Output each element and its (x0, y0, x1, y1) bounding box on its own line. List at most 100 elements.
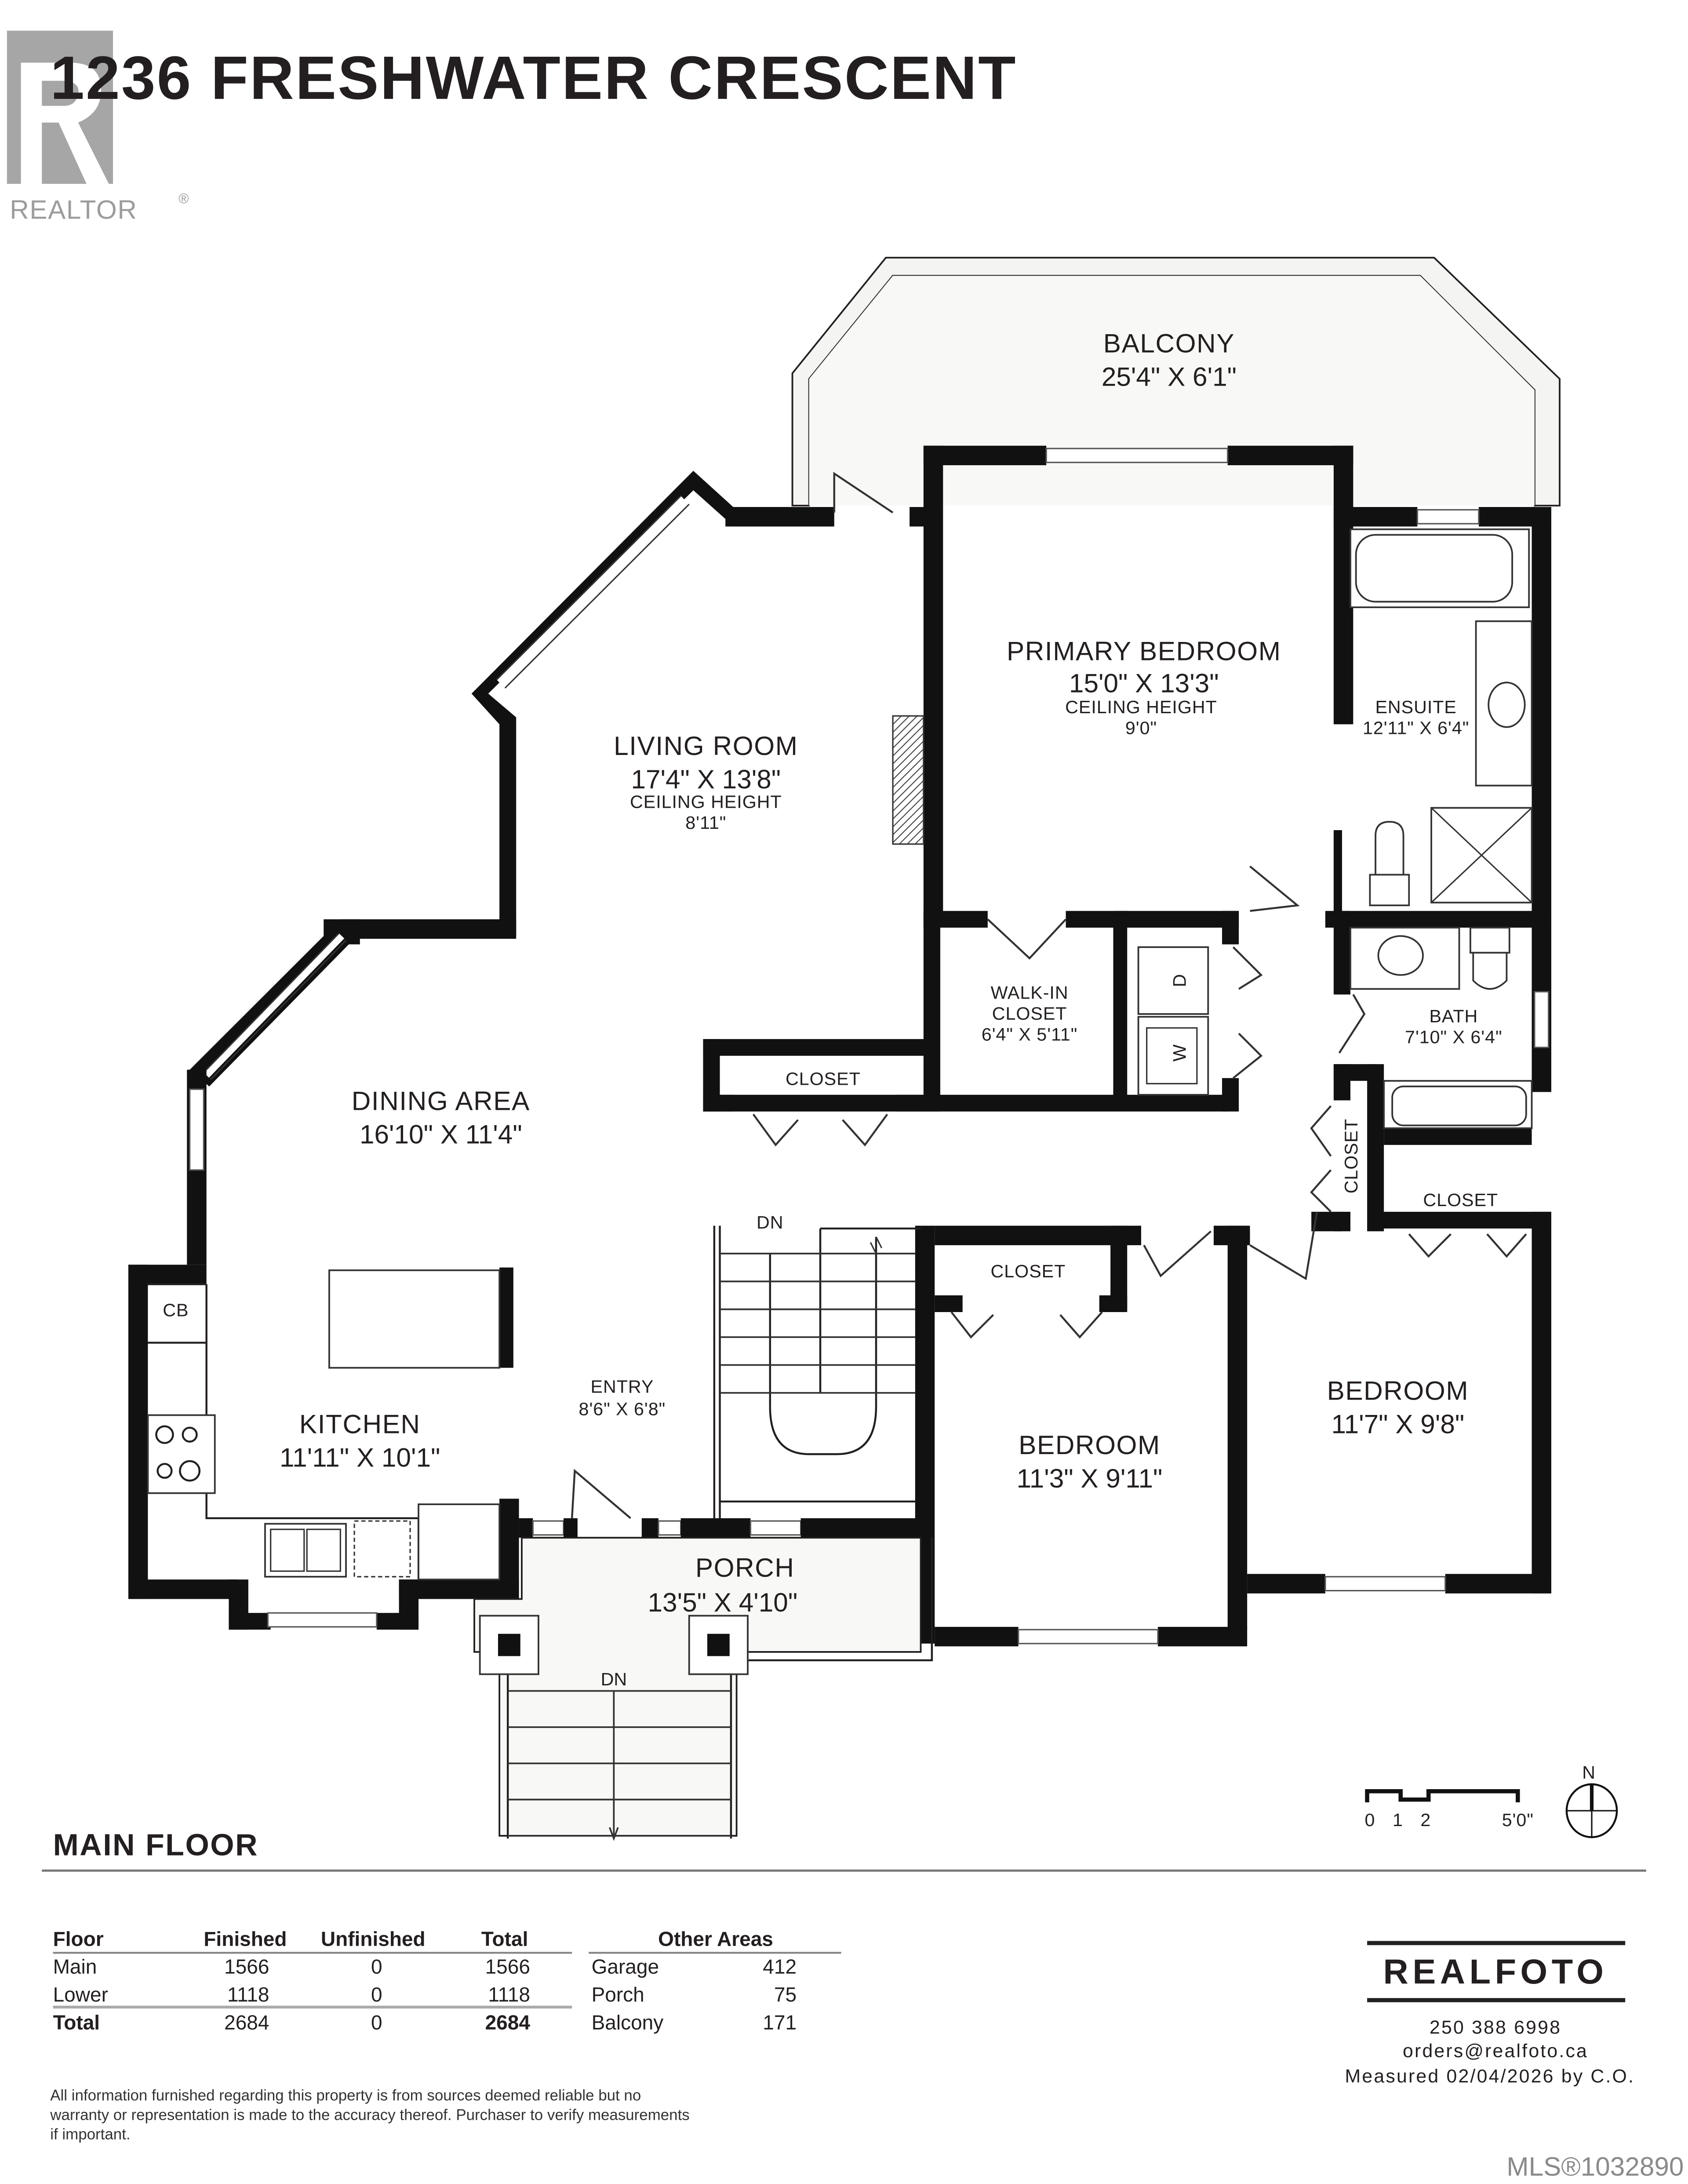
row-total-floor: Total (53, 2011, 100, 2034)
row-lower-finished: 1118 (227, 1983, 269, 2006)
living-room-label: LIVING ROOM (614, 731, 798, 761)
realtor-logo-text: REALTOR (10, 194, 137, 224)
dining-area-dims: 16'10" X 11'4" (360, 1119, 522, 1149)
walk-in-closet-dims: 6'4" X 5'11" (982, 1024, 1077, 1044)
entry-dims: 8'6" X 6'8" (579, 1399, 666, 1419)
primary-bedroom-ceiling-label: CEILING HEIGHT (1065, 697, 1217, 717)
col-header-finished: Finished (204, 1927, 287, 1950)
walk-in-closet-label-2: CLOSET (992, 1003, 1067, 1024)
kitchen-label: KITCHEN (299, 1409, 421, 1439)
other-areas-header: Other Areas (658, 1927, 773, 1950)
primary-bedroom-dims: 15'0" X 13'3" (1069, 668, 1219, 698)
ensuite-label: ENSUITE (1375, 697, 1456, 717)
fixtures: D W (147, 528, 1533, 1581)
other-area-balcony-value: 171 (763, 2011, 797, 2034)
bath-closet-door[interactable] (1408, 1233, 1527, 1258)
porch-stairs-dn-label: DN (601, 1669, 627, 1689)
bath-label: BATH (1429, 1006, 1478, 1026)
dryer-icon (1137, 946, 1209, 1015)
bedroom-2-closet-door[interactable] (950, 1311, 1103, 1339)
living-room-ceiling: 8'11" (685, 813, 726, 833)
bathtub-icon (1355, 534, 1513, 603)
bedroom-2-door[interactable] (1143, 1230, 1212, 1278)
kitchen-island (328, 1269, 501, 1369)
realfoto-block: REALFOTO 250 388 6998 orders@realfoto.ca… (1345, 1941, 1635, 2087)
linen-closet-door[interactable] (1310, 1105, 1332, 1213)
other-area-garage-value: 412 (763, 1955, 797, 1978)
row-lower-unfinished: 0 (371, 1983, 382, 2006)
primary-bedroom-label: PRIMARY BEDROOM (1007, 636, 1281, 666)
measured-note: Measured 02/04/2026 by C.O. (1345, 2066, 1635, 2087)
row-total-finished: 2684 (224, 2011, 269, 2034)
col-header-floor: Floor (53, 1927, 104, 1950)
disclaimer: All information furnished regarding this… (50, 2087, 689, 2143)
bath-toilet-icon (1472, 952, 1508, 990)
compass-north-label: N (1582, 1762, 1596, 1783)
bath-tub-icon (1391, 1085, 1527, 1127)
other-area-porch-value: 75 (774, 1983, 797, 2006)
row-main-floor: Main (53, 1955, 97, 1978)
primary-bedroom-door[interactable] (1249, 865, 1300, 912)
other-area-garage: Garage (592, 1955, 659, 1978)
bedroom-3-door[interactable] (1249, 1211, 1318, 1280)
living-room-dims: 17'4" X 13'8" (631, 764, 781, 794)
row-main-total: 1566 (485, 1955, 530, 1978)
realfoto-email[interactable]: orders@realfoto.ca (1403, 2041, 1588, 2062)
sink-icon (1488, 682, 1526, 728)
row-total-unfinished: 0 (371, 2011, 382, 2034)
porch-area: PORCH 13'5" X 4'10" DN (473, 1537, 933, 1841)
fireplace-icon (892, 715, 924, 845)
disclaimer-line-2: warranty or representation is made to th… (50, 2106, 689, 2123)
area-table: Floor Finished Unfinished Total Main 156… (53, 1927, 572, 2034)
realfoto-logo: REALFOTO (1383, 1952, 1608, 1991)
col-header-unfinished: Unfinished (321, 1927, 426, 1950)
bath-sink-icon (1377, 935, 1424, 976)
entry-label: ENTRY (591, 1377, 654, 1397)
bath-dims: 7'10" X 6'4" (1405, 1027, 1502, 1047)
primary-bedroom-ceiling: 9'0" (1125, 718, 1157, 738)
living-room-ceiling-label: CEILING HEIGHT (630, 791, 782, 812)
balcony-door[interactable] (833, 471, 894, 514)
interior-stairs (713, 1225, 921, 1518)
walk-in-closet-door[interactable] (987, 919, 1067, 960)
bedroom-3-label: BEDROOM (1327, 1376, 1469, 1406)
cb-label: CB (163, 1300, 189, 1320)
realtor-logo: REALTOR ® (7, 30, 189, 224)
floor-label: MAIN FLOOR (53, 1827, 258, 1862)
scale-bar: 0 1 2 5'0" (1364, 1789, 1533, 1830)
compass-icon: N (1565, 1762, 1618, 1838)
porch-stairs (508, 1690, 731, 1841)
bedroom-3-dims: 11'7" X 9'8" (1331, 1409, 1465, 1439)
walk-in-closet-label-1: WALK-IN (991, 982, 1069, 1003)
laundry-door[interactable] (1232, 946, 1263, 1079)
balcony-area: BALCONY 25'4" X 6'1" (791, 257, 1561, 507)
realfoto-phone[interactable]: 250 388 6998 (1430, 2017, 1561, 2038)
balcony-label: BALCONY (1103, 328, 1235, 358)
page-title: 1236 FRESHWATER CRESCENT (50, 44, 1017, 112)
bath-door[interactable] (1338, 994, 1366, 1054)
bath-closet-label: CLOSET (1423, 1190, 1498, 1210)
balcony-dims: 25'4" X 6'1" (1102, 362, 1237, 392)
porch-dims: 13'5" X 4'10" (648, 1587, 798, 1617)
row-lower-total: 1118 (488, 1983, 530, 2006)
washer-label: W (1169, 1044, 1190, 1061)
row-lower-floor: Lower (53, 1983, 108, 2006)
row-main-unfinished: 0 (371, 1955, 382, 1978)
row-main-finished: 1566 (224, 1955, 269, 1978)
dishwasher-icon (353, 1520, 411, 1578)
hall-closet-door[interactable] (752, 1113, 888, 1147)
room-labels: PRIMARY BEDROOM 15'0" X 13'3" CEILING HE… (163, 636, 1502, 1494)
doors[interactable] (571, 471, 1527, 1519)
scale-tick-2: 2 (1420, 1810, 1431, 1830)
other-areas-table: Other Areas Garage 412 Porch 75 Balcony … (589, 1927, 841, 2034)
disclaimer-line-1: All information furnished regarding this… (50, 2087, 641, 2104)
col-header-total: Total (481, 1927, 528, 1950)
mls-number: MLS®1032890 (1506, 2151, 1684, 2181)
fridge-icon (418, 1503, 501, 1581)
ensuite-dims: 12'11" X 6'4" (1363, 718, 1469, 738)
front-door[interactable] (571, 1469, 631, 1519)
walls (128, 445, 1551, 1647)
realtor-r-glyph-icon (21, 62, 109, 184)
disclaimer-line-3: if important. (50, 2126, 130, 2143)
